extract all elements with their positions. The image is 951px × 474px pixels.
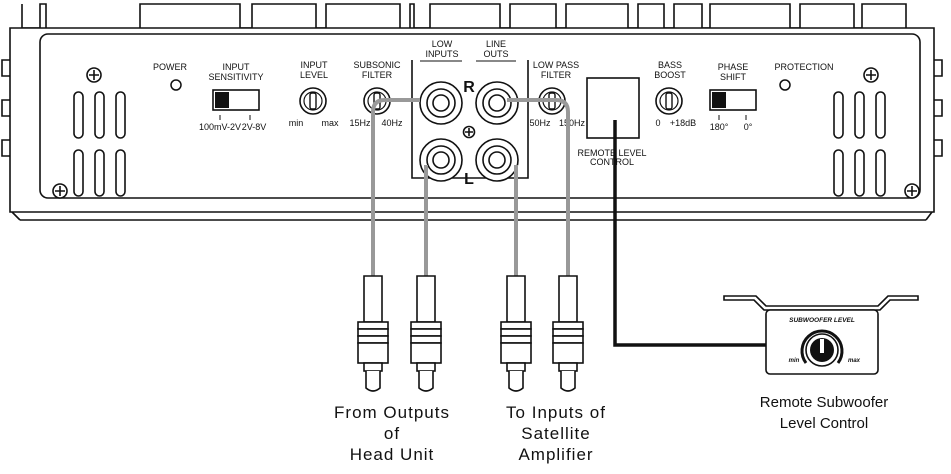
knob-icon (655, 87, 683, 115)
input-sensitivity-high: 2V-8V (242, 122, 267, 132)
cable-satellite-right (507, 98, 570, 285)
protection-label: PROTECTION (774, 62, 833, 72)
rca-plug-icon (552, 275, 584, 392)
rca-jack-panel: LOW INPUTS LINE OUTS R L (411, 39, 529, 188)
input-level-knob[interactable]: INPUT LEVEL min max (289, 60, 339, 128)
rca-jack-icon[interactable] (419, 81, 463, 125)
vent-slots-left (73, 91, 126, 197)
low-pass-low: 50Hz (529, 118, 551, 128)
power-led-icon (170, 79, 182, 91)
bass-boost-low: 0 (655, 118, 660, 128)
phase-shift-high: 0° (744, 122, 753, 132)
rca-plug-icon (357, 275, 389, 392)
chassis-screws (52, 67, 920, 199)
bass-boost-label-2: BOOST (654, 70, 686, 80)
slide-switch-icon (712, 92, 726, 108)
rca-plug-icon (410, 275, 442, 392)
subsonic-low: 15Hz (349, 118, 371, 128)
power-label: POWER (153, 62, 188, 72)
low-pass-high: 150Hz (559, 118, 586, 128)
input-level-label-1: INPUT (301, 60, 329, 70)
low-inputs-label-2: INPUTS (425, 49, 458, 59)
protection-indicator: PROTECTION (774, 62, 834, 91)
subsonic-high: 40Hz (381, 118, 403, 128)
caption-from-line-2: of (384, 424, 400, 443)
vent-slots-right (833, 91, 886, 197)
level-knob-icon[interactable] (800, 329, 844, 367)
line-outs-label-1: LINE (486, 39, 506, 49)
bass-boost-knob[interactable]: BASS BOOST 0 +18dB (654, 60, 696, 128)
remote-unit-title: SUBWOOFER LEVEL (789, 317, 855, 324)
remote-max-label: max (848, 358, 861, 364)
bass-boost-high: +18dB (670, 118, 696, 128)
screw-icon (863, 67, 879, 83)
subsonic-filter-label-1: SUBSONIC (353, 60, 401, 70)
caption-from-line-1: From Outputs (334, 403, 450, 422)
subsonic-filter-label-2: FILTER (362, 70, 393, 80)
input-sensitivity-low: 100mV-2V (199, 122, 241, 132)
slide-switch-icon (215, 92, 229, 108)
screw-icon (52, 183, 68, 199)
remote-level-port[interactable]: REMOTE LEVEL CONTROL (577, 77, 647, 167)
input-level-max: max (321, 118, 339, 128)
phase-shift-low: 180° (710, 122, 729, 132)
caption-to-line-1: To Inputs of (506, 403, 606, 422)
input-sensitivity-label-1: INPUT (223, 62, 251, 72)
remote-level-label-1: REMOTE LEVEL (577, 148, 646, 158)
rca-jack-icon[interactable] (419, 138, 463, 182)
rca-jack-icon[interactable] (475, 81, 519, 125)
amplifier-chassis (1, 3, 943, 221)
low-pass-filter-knob[interactable]: LOW PASS FILTER 50Hz 150Hz (529, 60, 585, 128)
remote-level-label-2: CONTROL (590, 157, 634, 167)
rca-plug-icon (500, 275, 532, 392)
knob-icon (299, 87, 327, 115)
caption-remote: Remote Subwoofer Level Control (760, 394, 888, 432)
cable-head-unit-right (371, 98, 420, 285)
input-sensitivity-label-2: SENSITIVITY (208, 72, 263, 82)
input-level-min: min (289, 118, 304, 128)
low-pass-label-2: FILTER (541, 70, 572, 80)
input-level-label-2: LEVEL (300, 70, 328, 80)
phase-shift-label-2: SHIFT (720, 72, 747, 82)
rca-cables (371, 98, 570, 285)
low-inputs-label-1: LOW (432, 39, 453, 49)
input-sensitivity-switch[interactable]: INPUT SENSITIVITY 100mV-2V 2V-8V (199, 62, 266, 132)
channel-r-label: R (463, 79, 475, 96)
caption-from-outputs: From Outputs of Head Unit (334, 403, 450, 464)
low-pass-label-1: LOW PASS (533, 60, 579, 70)
phase-shift-switch[interactable]: PHASE SHIFT 180° 0° (709, 62, 757, 132)
caption-remote-line-1: Remote Subwoofer (760, 394, 888, 411)
phase-shift-label-1: PHASE (718, 62, 749, 72)
caption-remote-line-2: Level Control (780, 415, 868, 432)
remote-cable (613, 120, 768, 347)
remote-subwoofer-unit: SUBWOOFER LEVEL min max (723, 295, 919, 375)
screw-icon (462, 125, 476, 139)
channel-l-label: L (464, 171, 474, 188)
remote-min-label: min (789, 358, 800, 364)
screw-icon (904, 183, 920, 199)
caption-to-line-2: Satellite (521, 424, 590, 443)
caption-to-inputs: To Inputs of Satellite Amplifier (506, 403, 606, 464)
rca-jack-icon[interactable] (475, 138, 519, 182)
protection-led-icon (779, 79, 791, 91)
caption-to-line-3: Amplifier (518, 445, 593, 464)
screw-icon (86, 67, 102, 83)
caption-from-line-3: Head Unit (350, 445, 435, 464)
bass-boost-label-1: BASS (658, 60, 682, 70)
power-indicator: POWER (153, 62, 188, 91)
line-outs-label-2: OUTS (483, 49, 508, 59)
